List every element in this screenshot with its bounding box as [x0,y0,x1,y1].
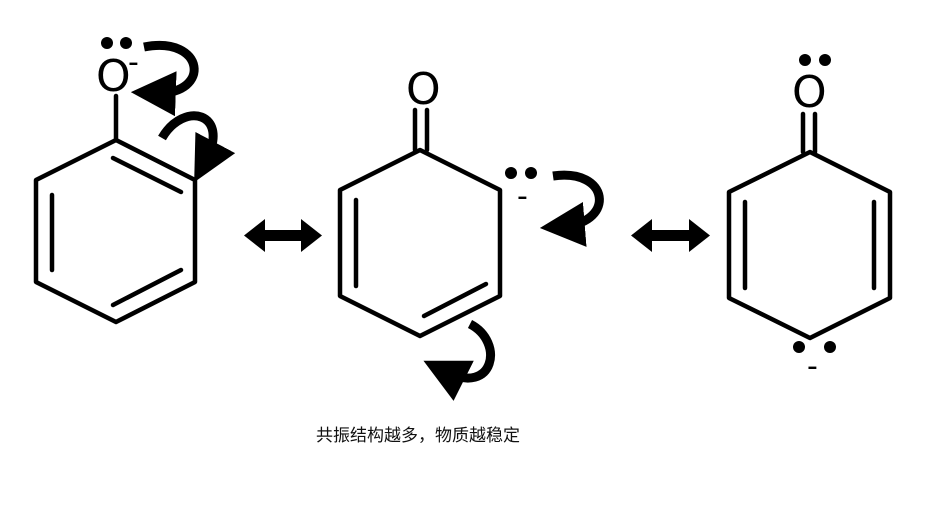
oxygen-atom-label: O [96,51,131,102]
negative-charge: - [807,349,818,384]
negative-charge: - [517,179,528,214]
lone-pair-dots [799,54,831,66]
structure-ortho-carbanion: O - [337,64,604,401]
curved-arrow-icon [539,170,604,247]
negative-charge: - [128,45,139,80]
benzene-ring [33,137,198,325]
cyclohexadienone-ring [337,147,503,339]
curved-arrow-icon [423,320,495,401]
double-bond-inner [110,267,184,308]
cyclohexadienone-ring [726,149,893,341]
oxygen-atom-label: O [406,64,441,115]
curved-arrow-icon [130,40,199,117]
double-bond-inner [421,281,489,319]
curved-arrow-icon [158,111,236,183]
structure-phenoxide: O - [33,37,236,325]
lone-pair-dots [793,341,836,353]
resonance-double-arrow-icon [631,219,710,252]
double-bond-inner [110,155,184,195]
oxygen-atom-label: O [792,67,827,118]
lone-pair-dots [101,37,132,49]
structure-para-carbanion: O - [726,54,893,384]
lone-pair-dots [505,167,537,179]
resonance-double-arrow-icon [244,219,322,252]
caption-text: 共振结构越多，物质越稳定 [316,426,520,446]
